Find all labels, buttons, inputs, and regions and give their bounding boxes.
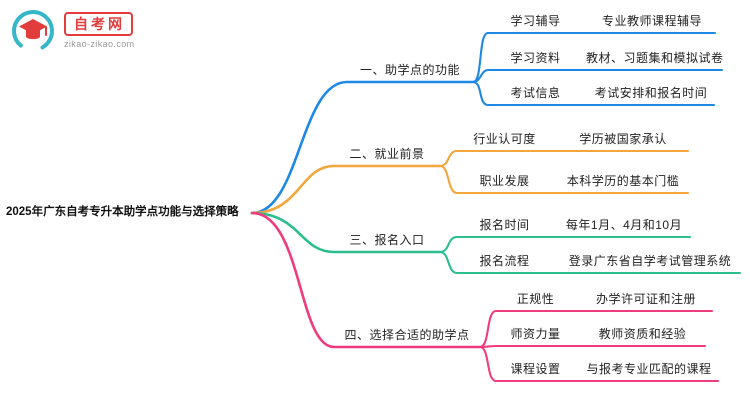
site-name: 自考网 (64, 12, 133, 36)
branch-1-sub-2-label: 学习资料 (510, 51, 561, 65)
root-topic: 2025年广东自考专升本助学点功能与选择策略 (6, 206, 239, 218)
branch-4-sub-2-label: 师资力量 (510, 327, 561, 341)
branch-2-sub-2-label: 职业发展 (479, 174, 530, 188)
site-logo[interactable]: 自考网 zikao-zikao.com (10, 8, 135, 54)
branch-2-sub-1-label: 行业认可度 (473, 132, 536, 146)
branch-4-sub-3-label: 课程设置 (510, 362, 561, 376)
branch-2-sub-1-value: 学历被国家承认 (579, 132, 667, 146)
graduation-cap-logo-icon (12, 10, 54, 52)
branch-4-sub-1-label: 正规性 (516, 292, 555, 306)
branch-3-sub-1-value: 每年1月、4月和10月 (565, 218, 683, 232)
branch-4-sub-1-value: 办学许可证和注册 (595, 292, 696, 306)
branch-1-sub-3-label: 考试信息 (510, 86, 561, 100)
branch-4-lines (250, 211, 720, 383)
branch-1-topic: 一、助学点的功能 (359, 63, 460, 77)
branch-3-sub-2-value: 登录广东省自学考试管理系统 (568, 254, 732, 268)
branch-1-lines (250, 31, 724, 215)
branch-3-topic: 三、报名入口 (349, 233, 425, 247)
branch-1-sub-2-value: 教材、习题集和模拟试卷 (586, 51, 724, 65)
branch-1-sub-1-value: 专业教师课程辅导 (601, 14, 702, 28)
site-url: zikao-zikao.com (64, 39, 135, 49)
branch-2-sub-2-value: 本科学历的基本门槛 (566, 174, 680, 188)
branch-3-sub-2-label: 报名流程 (479, 254, 530, 268)
branch-3-lines (250, 211, 742, 275)
branch-3-sub-1-label: 报名时间 (479, 218, 530, 232)
logo-text: 自考网 zikao-zikao.com (64, 12, 135, 49)
branch-4-topic: 四、选择合适的助学点 (344, 328, 470, 342)
branch-2-lines (250, 149, 690, 215)
branch-1-sub-3-value: 考试安排和报名时间 (594, 86, 708, 100)
branch-4-sub-3-value: 与报考专业匹配的课程 (586, 362, 712, 376)
branch-2-topic: 二、就业前景 (349, 147, 425, 161)
branch-4-sub-2-value: 教师资质和经验 (598, 327, 687, 341)
branch-1-sub-1-label: 学习辅导 (510, 14, 561, 28)
